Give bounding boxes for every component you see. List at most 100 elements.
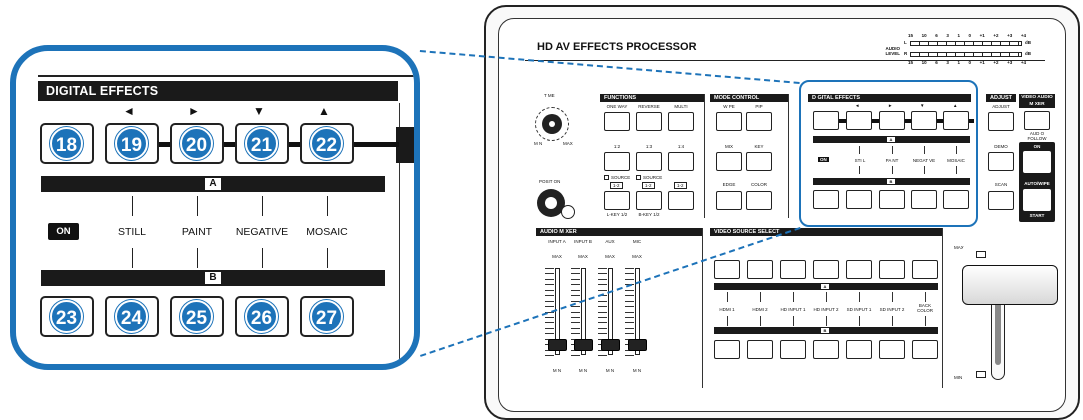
fader-tick (571, 289, 580, 291)
mode-label-mix: MIX (724, 144, 733, 149)
digital-effects-header: D GITAL EFFECTS (808, 94, 971, 102)
fader-knob[interactable] (548, 338, 567, 351)
tick (956, 146, 957, 154)
small-still-button[interactable] (846, 190, 872, 209)
source-a-button[interactable] (879, 260, 905, 279)
fader-knob[interactable] (628, 338, 647, 351)
tbar-slot-inner (995, 285, 1001, 365)
source-checkbox-2[interactable] (636, 175, 641, 180)
meter-scale-tick: 6 (935, 33, 938, 38)
mode-label-pip: PIP (755, 104, 763, 109)
source-a-button[interactable] (714, 260, 740, 279)
source-a-button[interactable] (747, 260, 773, 279)
mode-control-header: MODE CONTROL (710, 94, 788, 102)
tick (327, 248, 328, 268)
source-b-button[interactable] (912, 340, 938, 359)
fader-tick (598, 322, 607, 324)
meter-scale-tick: +4 (1020, 60, 1026, 65)
meter-scale-tick: +1 (979, 60, 985, 65)
fader-channel-label: INPUT B (574, 239, 592, 244)
tbar-max-label: MAX (954, 245, 964, 250)
fn-label-reverse: REVERSE (638, 104, 660, 109)
l-key-button[interactable] (604, 191, 630, 210)
small-mosaic-button[interactable] (943, 190, 969, 209)
source-b-button[interactable] (747, 340, 773, 359)
fader-channel-label: AUX (605, 239, 615, 244)
mix-button[interactable] (716, 152, 742, 171)
split-1-2-button[interactable] (604, 152, 630, 171)
tick (892, 292, 893, 302)
small-up-arrow-button[interactable] (943, 111, 969, 130)
source-a-button[interactable] (912, 260, 938, 279)
function-extra-button[interactable] (668, 191, 694, 210)
fader-tick (545, 284, 554, 286)
section-divider (942, 228, 943, 388)
scan-button[interactable] (988, 191, 1014, 210)
demo-button[interactable] (988, 152, 1014, 171)
key-tag-2: 1-2 (642, 182, 655, 189)
fader-tick (625, 284, 634, 286)
tick (262, 196, 263, 216)
small-down-arrow-button[interactable] (911, 111, 937, 130)
split-1-4-button[interactable] (668, 152, 694, 171)
source-b-button[interactable] (846, 340, 872, 359)
fader-tick (545, 273, 554, 275)
bus-b-label: B (205, 272, 221, 284)
source-a-button[interactable] (846, 260, 872, 279)
color-button[interactable] (746, 191, 772, 210)
fader-tick (545, 295, 554, 297)
source-b-button[interactable] (714, 340, 740, 359)
fader-knob[interactable] (574, 338, 593, 351)
tick (727, 292, 728, 302)
fader-track (555, 268, 560, 355)
up-arrow-icon: ▲ (318, 104, 330, 118)
fader-tick (598, 333, 607, 335)
source-b-button[interactable] (813, 340, 839, 359)
tick (793, 316, 794, 326)
auto-wipe-button[interactable] (1023, 189, 1051, 211)
wipe-button[interactable] (716, 112, 742, 131)
auto-on-button[interactable] (1023, 151, 1051, 173)
tick (197, 248, 198, 268)
small-paint-button[interactable] (879, 190, 905, 209)
source-label: SD INPUT 2 (879, 307, 905, 312)
fader-knob[interactable] (601, 338, 620, 351)
fader-tick (545, 333, 554, 335)
fader-min-label: M N (578, 368, 588, 373)
adjust-button[interactable] (988, 112, 1014, 131)
source-a-button[interactable] (780, 260, 806, 279)
source-a-button[interactable] (813, 260, 839, 279)
tick (826, 292, 827, 302)
split-1-3-button[interactable] (636, 152, 662, 171)
multi-button[interactable] (668, 112, 694, 131)
source-b-button[interactable] (879, 340, 905, 359)
meter-db-label-r: dB (1025, 51, 1031, 56)
tbar-handle[interactable] (962, 265, 1058, 305)
fader-max-label: MAX (605, 254, 615, 259)
small-bottom-button-1[interactable] (813, 190, 839, 209)
fader-tick (545, 278, 554, 280)
small-left-arrow-button[interactable] (846, 111, 872, 130)
meter-scale-tick: 10 (921, 60, 927, 65)
small-right-arrow-button[interactable] (879, 111, 905, 130)
pip-button[interactable] (746, 112, 772, 131)
key-button[interactable] (746, 152, 772, 171)
device-title-rule (525, 60, 1045, 61)
small-negative-button[interactable] (911, 190, 937, 209)
source-b-button[interactable] (780, 340, 806, 359)
small-effect-button[interactable] (813, 111, 839, 130)
edge-button[interactable] (716, 191, 742, 210)
panel-divider (399, 103, 400, 364)
audio-follow-button[interactable] (1024, 111, 1050, 130)
b-key-button[interactable] (636, 191, 662, 210)
key-tag-3: 1-2 (674, 182, 687, 189)
fader-tick (625, 268, 634, 269)
button-link (288, 142, 310, 147)
one-way-button[interactable] (604, 112, 630, 131)
section-divider (704, 94, 705, 218)
meter-scale-tick: 10 (921, 33, 927, 38)
reverse-button[interactable] (636, 112, 662, 131)
source-checkbox-1[interactable] (604, 175, 609, 180)
